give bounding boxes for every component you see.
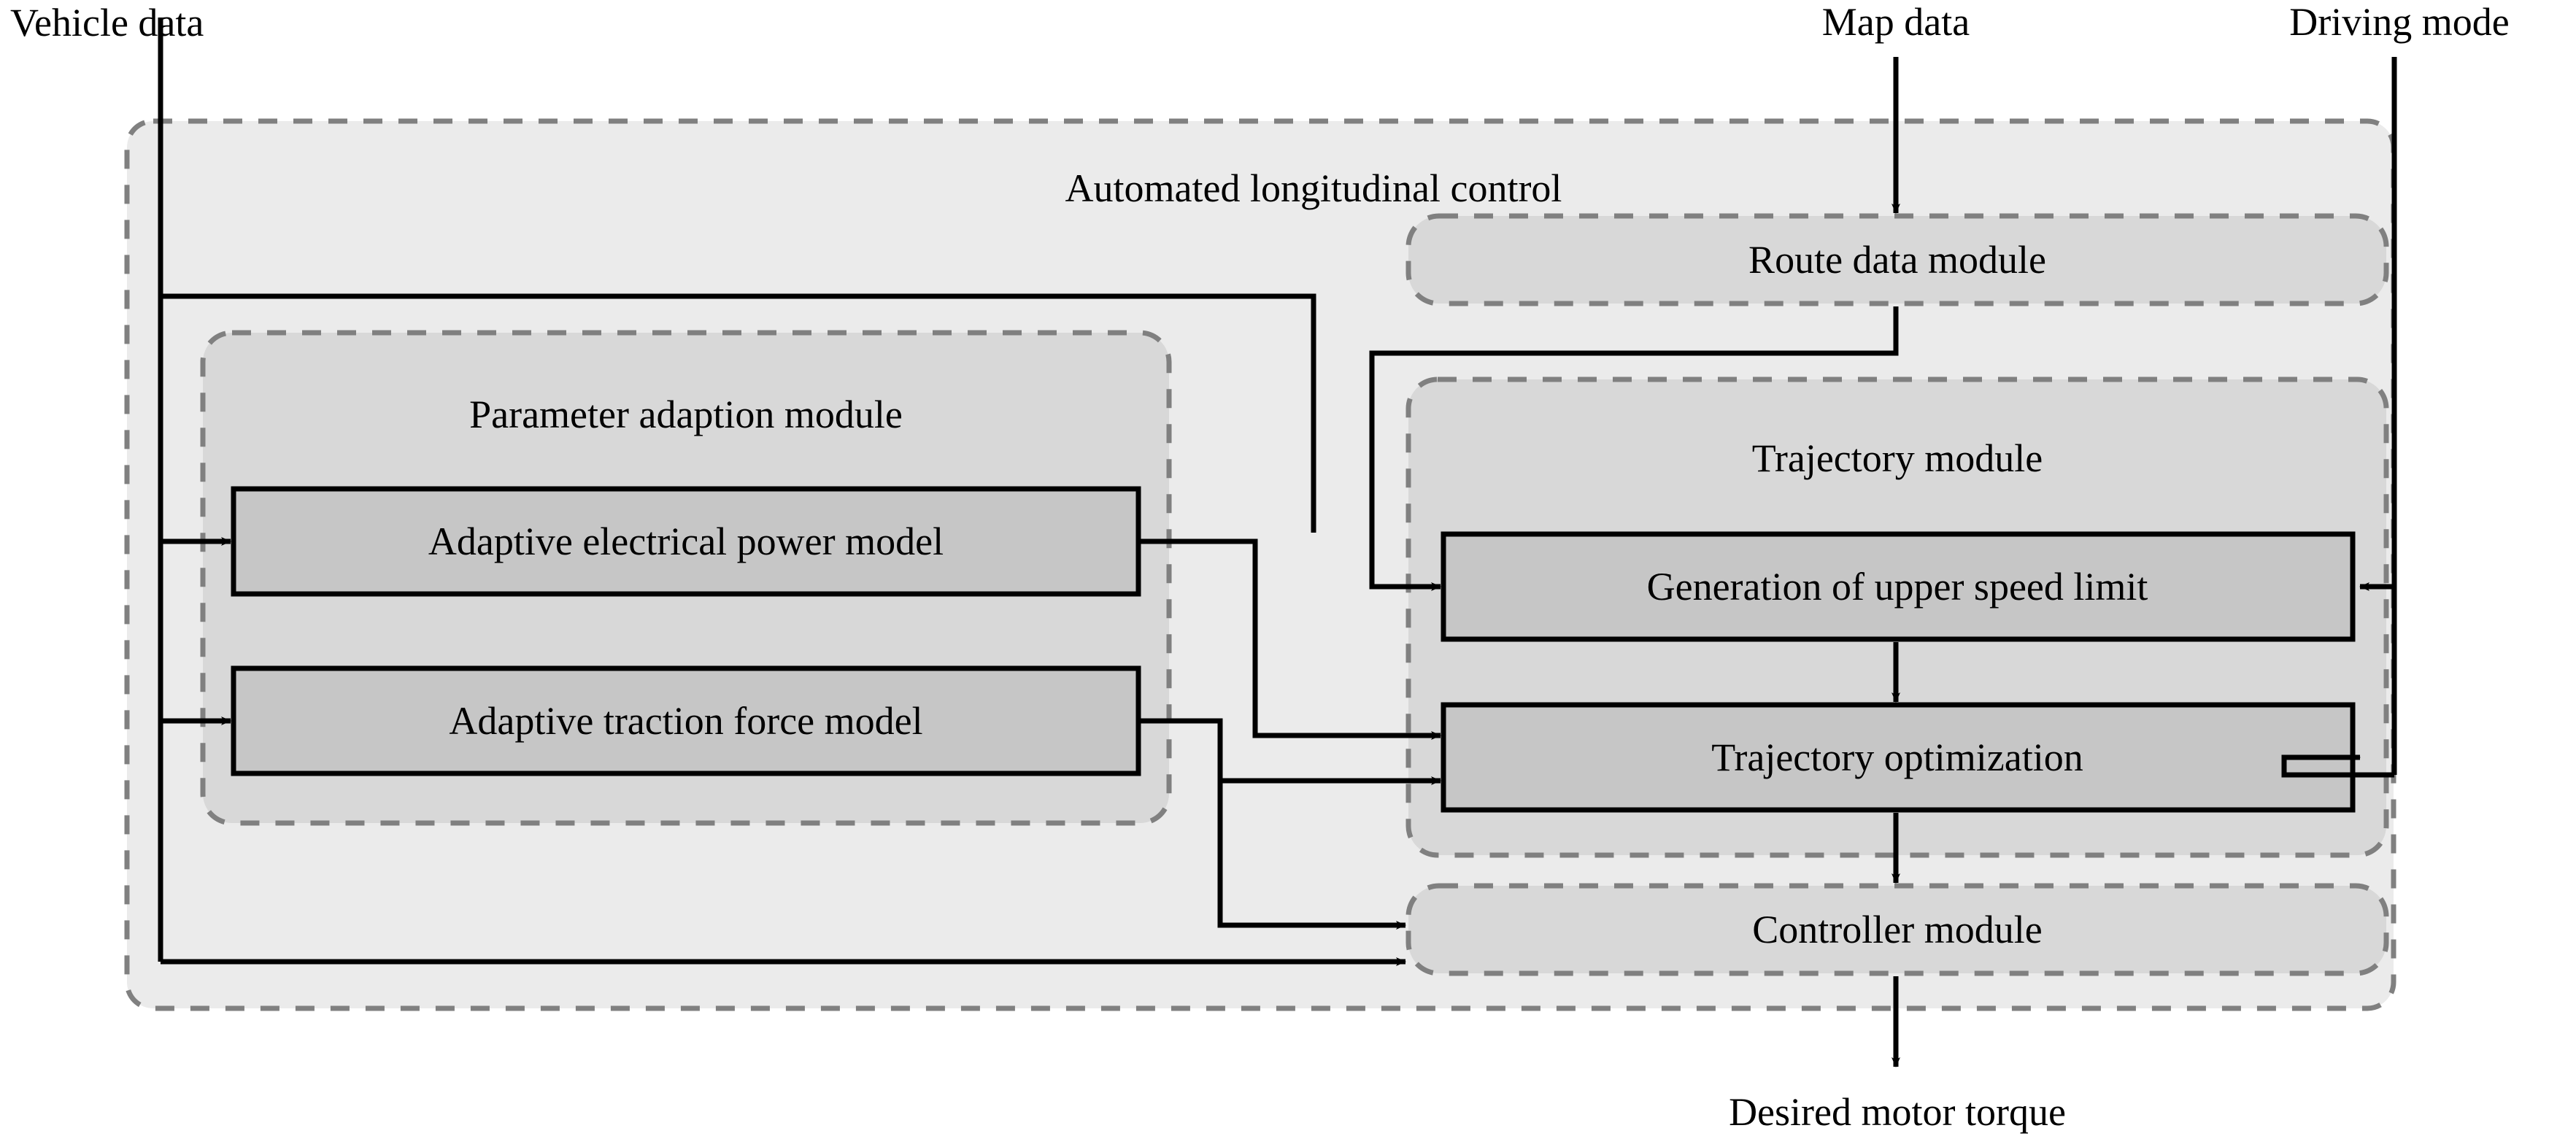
block-label-generation-of-upper-speed-limit: Generation of upper speed limit	[1646, 565, 2148, 609]
external-input-label-vehicle-data: Vehicle data	[10, 1, 204, 45]
module-box-controller	[1405, 883, 2389, 976]
module-box-route-data	[1405, 213, 2389, 306]
module-label-parameter-adaption: Parameter adaption module	[469, 393, 903, 436]
connector-route-data-module-to-generation-of-upper-speed-limit	[1369, 306, 1899, 591]
connector-vehicle-data-to-parameter-adaption-top-rail	[161, 293, 1316, 533]
external-output-label-desired-motor-torque: Desired motor torque	[1729, 1090, 2066, 1134]
block-label-trajectory-optimization: Trajectory optimization	[1711, 735, 2083, 779]
connector-adaptive-electrical-power-model-to-trajectory-optimization	[1138, 538, 1441, 740]
outer-container-title: Automated longitudinal control	[1065, 166, 1562, 210]
block-box-adaptive-electrical-power-model	[231, 486, 1141, 597]
connector-adaptive-traction-force-model-to-trajectory-optimization	[1138, 718, 1441, 785]
block-label-adaptive-electrical-power-model: Adaptive electrical power model	[428, 520, 944, 563]
block-label-adaptive-traction-force-model: Adaptive traction force model	[449, 699, 923, 743]
module-label-trajectory: Trajectory module	[1751, 436, 2043, 480]
connector-driving-mode-to-trajectory-optimization	[2281, 753, 2394, 778]
block-box-generation-of-upper-speed-limit	[1441, 531, 2356, 642]
external-input-label-map-data: Map data	[1821, 0, 1970, 44]
module-label-route-data: Route data module	[1748, 238, 2046, 282]
connector-adaptive-traction-force-model-to-controller-module	[1217, 781, 1406, 930]
block-box-adaptive-traction-force-model	[231, 665, 1141, 776]
external-input-label-driving-mode: Driving mode	[2289, 0, 2510, 44]
block-box-trajectory-optimization	[1441, 702, 2356, 813]
module-label-controller: Controller module	[1752, 908, 2043, 951]
